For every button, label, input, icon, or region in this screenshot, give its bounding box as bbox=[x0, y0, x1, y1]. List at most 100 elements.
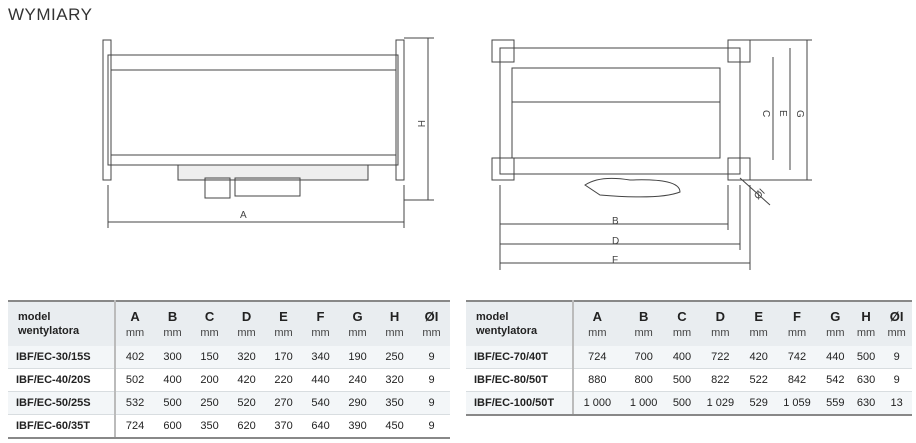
cell-value: 440 bbox=[820, 346, 851, 369]
cell-model: IBF/EC-100/50T bbox=[466, 391, 574, 416]
cell-value: 1 000 bbox=[620, 391, 667, 416]
cell-value: 220 bbox=[265, 368, 303, 392]
cell-value: 190 bbox=[339, 346, 377, 369]
cell-value: 500 bbox=[666, 391, 698, 416]
dim-label-f: F bbox=[612, 255, 618, 266]
header-letter: F bbox=[793, 309, 801, 324]
cell-model: IBF/EC-30/15S bbox=[8, 346, 116, 369]
cell-value: 440 bbox=[302, 368, 340, 392]
cell-value: 742 bbox=[774, 346, 820, 369]
cell-value: 370 bbox=[265, 414, 303, 439]
cell-value: 9 bbox=[881, 368, 912, 392]
cell-value: 250 bbox=[376, 346, 414, 369]
cell-value: 630 bbox=[850, 368, 882, 392]
cell-value: 529 bbox=[743, 391, 774, 416]
cell-value: 350 bbox=[191, 414, 229, 439]
section-title: WYMIARY bbox=[8, 5, 93, 24]
cell-value: 722 bbox=[697, 346, 744, 369]
dim-label-a: A bbox=[240, 210, 247, 221]
header-unit: mm bbox=[348, 327, 367, 339]
header-unit: mm bbox=[274, 327, 293, 339]
cell-value: 502 bbox=[115, 368, 155, 392]
header-letter: H bbox=[861, 309, 871, 324]
cell-value: 270 bbox=[265, 391, 303, 415]
cell-value: 500 bbox=[154, 391, 192, 415]
header-letter: G bbox=[830, 309, 841, 324]
dim-label-hole: ØI bbox=[752, 187, 767, 202]
cell-value: 450 bbox=[376, 414, 414, 439]
header-unit: mm bbox=[749, 327, 768, 339]
dim-label-c: C bbox=[760, 110, 771, 117]
cell-value: 390 bbox=[339, 414, 377, 439]
cell-value: 170 bbox=[265, 346, 303, 369]
cell-value: 9 bbox=[413, 391, 450, 415]
header-unit: mm bbox=[826, 327, 845, 339]
cell-value: 350 bbox=[376, 391, 414, 415]
cell-model: IBF/EC-80/50T bbox=[466, 368, 574, 392]
cell-value: 522 bbox=[743, 368, 774, 392]
dim-label-h: H bbox=[415, 120, 426, 127]
cell-value: 880 bbox=[573, 368, 621, 392]
cell-value: 400 bbox=[154, 368, 192, 392]
cell-value: 532 bbox=[115, 391, 155, 415]
header-letter: B bbox=[167, 309, 178, 324]
header-letter: D bbox=[241, 309, 252, 324]
cell-value: 150 bbox=[191, 346, 229, 369]
dim-label-g: G bbox=[794, 110, 805, 118]
header-letter: A bbox=[592, 309, 603, 324]
cell-value: 500 bbox=[666, 368, 698, 392]
cell-model: IBF/EC-60/35T bbox=[8, 414, 116, 439]
header-model-line1: model bbox=[476, 311, 509, 323]
header-unit: mm bbox=[237, 327, 256, 339]
header-letter: C bbox=[204, 309, 215, 324]
cell-value: 800 bbox=[620, 368, 667, 392]
cell-model: IBF/EC-40/20S bbox=[8, 368, 116, 392]
header-letter: C bbox=[677, 309, 687, 324]
cell-value: 542 bbox=[820, 368, 851, 392]
header-letter: H bbox=[389, 309, 400, 324]
header-unit: mm bbox=[588, 327, 607, 339]
cell-value: 9 bbox=[413, 346, 450, 369]
cell-value: 420 bbox=[228, 368, 266, 392]
cell-value: 1 029 bbox=[697, 391, 744, 416]
cell-value: 520 bbox=[228, 391, 266, 415]
dim-label-d: D bbox=[612, 236, 619, 247]
cell-value: 13 bbox=[881, 391, 912, 416]
cell-value: 290 bbox=[339, 391, 377, 415]
cell-value: 700 bbox=[620, 346, 667, 369]
cell-value: 630 bbox=[850, 391, 882, 416]
header-letter: ØI bbox=[889, 309, 904, 324]
cell-value: 400 bbox=[666, 346, 698, 369]
cell-value: 320 bbox=[376, 368, 414, 392]
cell-value: 420 bbox=[743, 346, 774, 369]
cell-value: 640 bbox=[302, 414, 340, 439]
cell-value: 724 bbox=[115, 414, 155, 439]
header-letter: B bbox=[638, 309, 649, 324]
cell-value: 320 bbox=[228, 346, 266, 369]
cell-value: 600 bbox=[154, 414, 192, 439]
header-unit: mm bbox=[787, 327, 807, 339]
cell-value: 9 bbox=[413, 414, 450, 439]
header-unit: mm bbox=[634, 327, 653, 339]
cell-value: 250 bbox=[191, 391, 229, 415]
header-letter: F bbox=[316, 309, 325, 324]
front-view-drawing: B D F C E G ØI bbox=[491, 39, 812, 270]
header-letter: ØI bbox=[424, 309, 439, 324]
header-letter: A bbox=[130, 309, 140, 324]
